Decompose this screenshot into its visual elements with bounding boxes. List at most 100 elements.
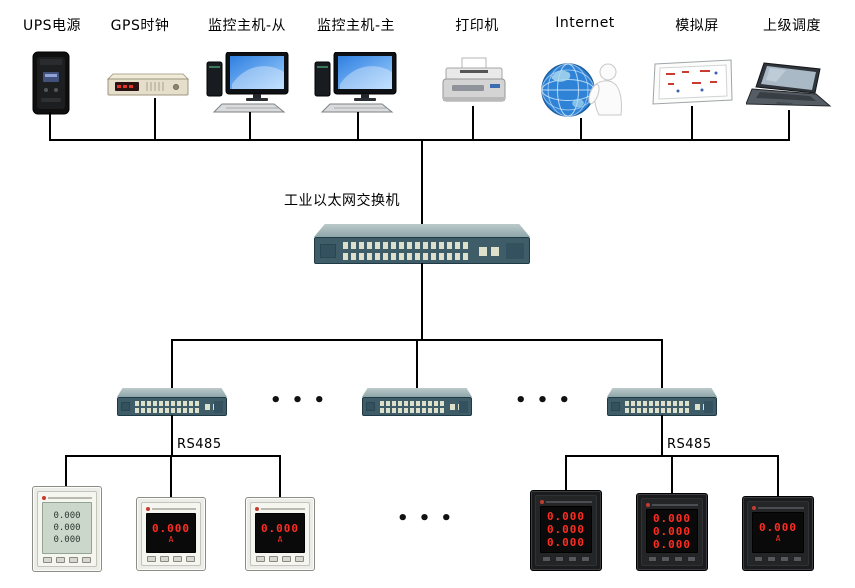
switch-front	[117, 397, 227, 416]
switch-ports-row	[380, 401, 446, 406]
switch-ports-row	[343, 253, 471, 260]
connector	[416, 340, 418, 388]
connector	[65, 456, 67, 487]
power-meter-right-2: 0.000 0.000 0.000	[636, 493, 708, 571]
connector	[777, 456, 779, 497]
meter-face: 0.000 0.000 0.000	[37, 491, 97, 567]
meter-buttons	[253, 555, 307, 563]
logo-dot-icon	[752, 505, 756, 510]
meter-button	[767, 556, 776, 562]
meter-reading: 0.000	[546, 523, 586, 536]
connector	[661, 340, 663, 388]
meter-reading: 0.000	[652, 511, 692, 525]
meter-display: 0.000 0.000 0.000	[42, 502, 92, 554]
meter-button	[173, 556, 182, 562]
gps-clock-device-icon	[106, 70, 190, 100]
meter-button	[295, 556, 304, 562]
meter-reading: 0.000	[652, 524, 692, 538]
branch-switch-left-icon	[117, 388, 227, 416]
meter-button	[56, 557, 65, 563]
meter-row-ellipsis: • • •	[397, 508, 455, 529]
branch-switch-right-icon	[607, 388, 717, 416]
connector	[661, 415, 663, 457]
meter-face: 0.000 A	[141, 502, 201, 566]
main-ethernet-switch-icon	[314, 224, 530, 264]
meter-reading: 0.000	[53, 523, 81, 533]
meter-unit: A	[168, 534, 174, 544]
switch-top	[314, 224, 530, 237]
meter-button	[674, 556, 683, 562]
meter-brand-logo	[144, 505, 198, 512]
logo-bar	[48, 496, 92, 499]
meter-brand-logo	[538, 498, 594, 505]
connector	[154, 98, 156, 140]
switch-front	[314, 237, 530, 264]
meter-button	[780, 556, 789, 562]
switch-uplink-ports	[695, 404, 708, 410]
meter-button	[269, 556, 278, 562]
switch-ports-row	[625, 408, 691, 413]
monitor-host-master-icon	[314, 52, 404, 114]
logo-bar	[758, 506, 804, 509]
switch-badge	[320, 244, 336, 258]
meter-button	[43, 557, 52, 563]
power-meter-right-1: 0.000 0.000 0.000	[530, 490, 602, 571]
switch-top	[117, 388, 227, 397]
meter-button	[555, 556, 564, 562]
meter-brand-logo	[644, 501, 700, 508]
connector	[170, 456, 172, 497]
meter-button	[581, 556, 590, 562]
meter-reading: 0.000	[260, 521, 300, 535]
meter-reading: 0.000	[53, 535, 81, 545]
meter-display: 0.000 0.000 0.000	[646, 509, 698, 553]
label-rs485-left: RS485	[177, 437, 222, 452]
meter-reading: 0.000	[546, 536, 586, 549]
switch-ports-row	[135, 408, 201, 413]
meter-button	[69, 557, 78, 563]
meter-brand-logo	[40, 494, 94, 501]
switch-endcap	[214, 401, 223, 413]
connector	[788, 110, 790, 140]
switch-endcap	[459, 401, 468, 413]
label-rs485-right: RS485	[667, 437, 712, 452]
meter-buttons	[538, 555, 594, 563]
connector	[691, 106, 693, 140]
power-meter-left-3: 0.000 A	[245, 497, 315, 571]
meter-reading: 0.000	[652, 537, 692, 551]
meter-display: 0.000 A	[255, 513, 305, 553]
switch-uplink-ports	[450, 404, 463, 410]
switch-endcap	[506, 243, 524, 259]
label-main-switch: 工业以太网交换机	[284, 193, 400, 209]
meter-button	[256, 556, 265, 562]
meter-button	[754, 556, 763, 562]
meter-unit: A	[277, 534, 283, 544]
meter-button	[568, 556, 577, 562]
logo-dot-icon	[255, 506, 259, 511]
connector	[472, 106, 474, 140]
top-bus-line	[49, 139, 790, 141]
printer-icon	[440, 56, 508, 108]
connector	[279, 456, 281, 497]
power-meter-left-1: 0.000 0.000 0.000	[32, 486, 102, 572]
switch-uplink-ports	[479, 247, 501, 256]
ups-device-icon	[26, 50, 76, 116]
connector	[421, 140, 423, 228]
connector	[249, 112, 251, 140]
label-gps-clock: GPS时钟	[110, 18, 170, 34]
switch-top	[362, 388, 472, 397]
switch-front	[362, 397, 472, 416]
connector	[565, 456, 567, 491]
meter-face: 0.000 A	[747, 501, 809, 566]
meter-display: 0.000 A	[752, 512, 804, 553]
logo-bar	[546, 500, 592, 503]
switch-badge	[366, 402, 375, 411]
connector	[421, 263, 423, 340]
label-ups: UPS电源	[22, 18, 82, 34]
meter-button	[160, 556, 169, 562]
meter-button	[793, 556, 802, 562]
meter-button	[687, 556, 696, 562]
switch-badge	[611, 402, 620, 411]
label-printer: 打印机	[455, 18, 499, 34]
connector	[671, 456, 673, 494]
